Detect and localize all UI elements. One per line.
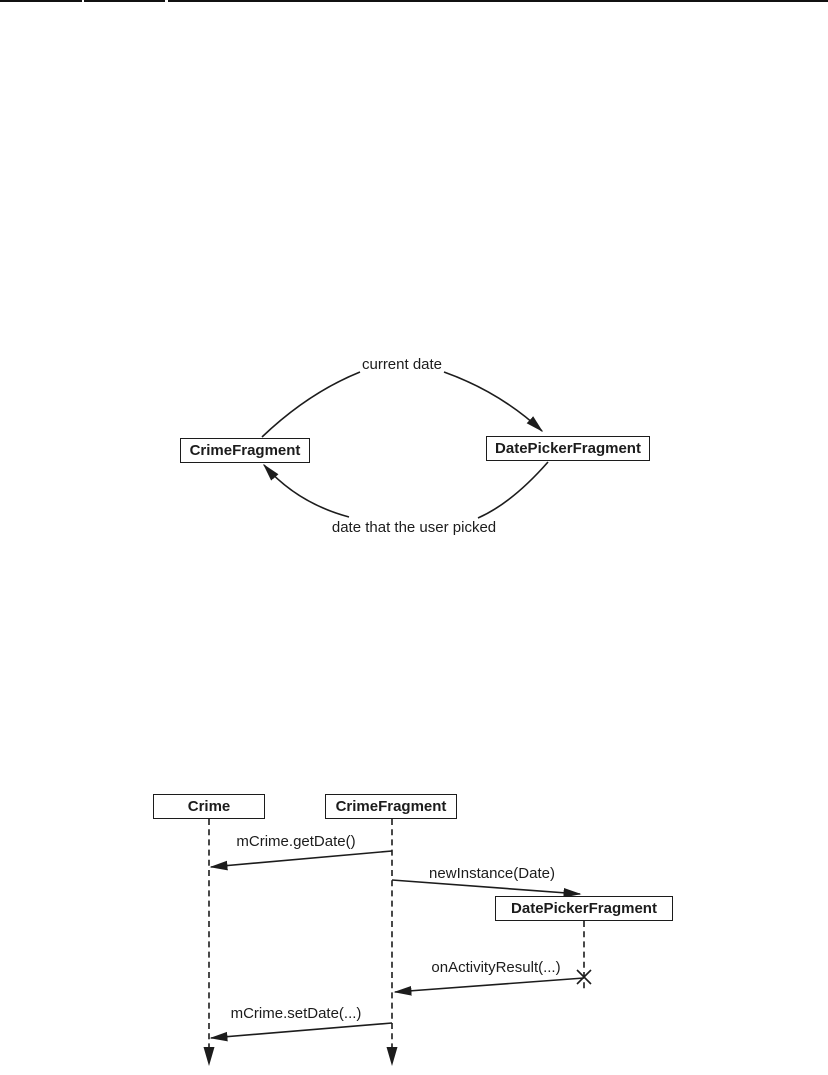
rule-segment [84, 0, 165, 2]
rule-segment [0, 0, 82, 2]
message-new-instance-line [391, 879, 582, 898]
lifeline-crime [203, 819, 215, 1066]
flow-edge-label-current-date: current date [361, 356, 443, 373]
seq-node-datepickerfragment: DatePickerFragment [495, 896, 673, 921]
flow-node-datepickerfragment: DatePickerFragment [486, 436, 650, 461]
message-set-date-line [209, 1022, 393, 1042]
message-label-new-instance: newInstance(Date) [429, 865, 555, 882]
message-label-set-date: mCrime.setDate(...) [230, 1005, 362, 1022]
message-label-get-date: mCrime.getDate() [236, 833, 356, 850]
lifeline-crimefragment [386, 819, 398, 1066]
message-label-on-activity-result: onActivityResult(...) [431, 959, 561, 976]
flow-node-crimefragment: CrimeFragment [180, 438, 310, 463]
flow-edge-date-picked [263, 461, 549, 519]
flow-edge-label-date-picked: date that the user picked [331, 519, 497, 536]
message-get-date-line [209, 850, 393, 871]
rule-segment [168, 0, 828, 2]
destroy-x-icon [576, 969, 592, 985]
seq-node-crimefragment: CrimeFragment [325, 794, 457, 819]
flow-edge-current-date [261, 371, 544, 438]
seq-node-crime: Crime [153, 794, 265, 819]
message-on-activity-result-line [393, 977, 585, 996]
